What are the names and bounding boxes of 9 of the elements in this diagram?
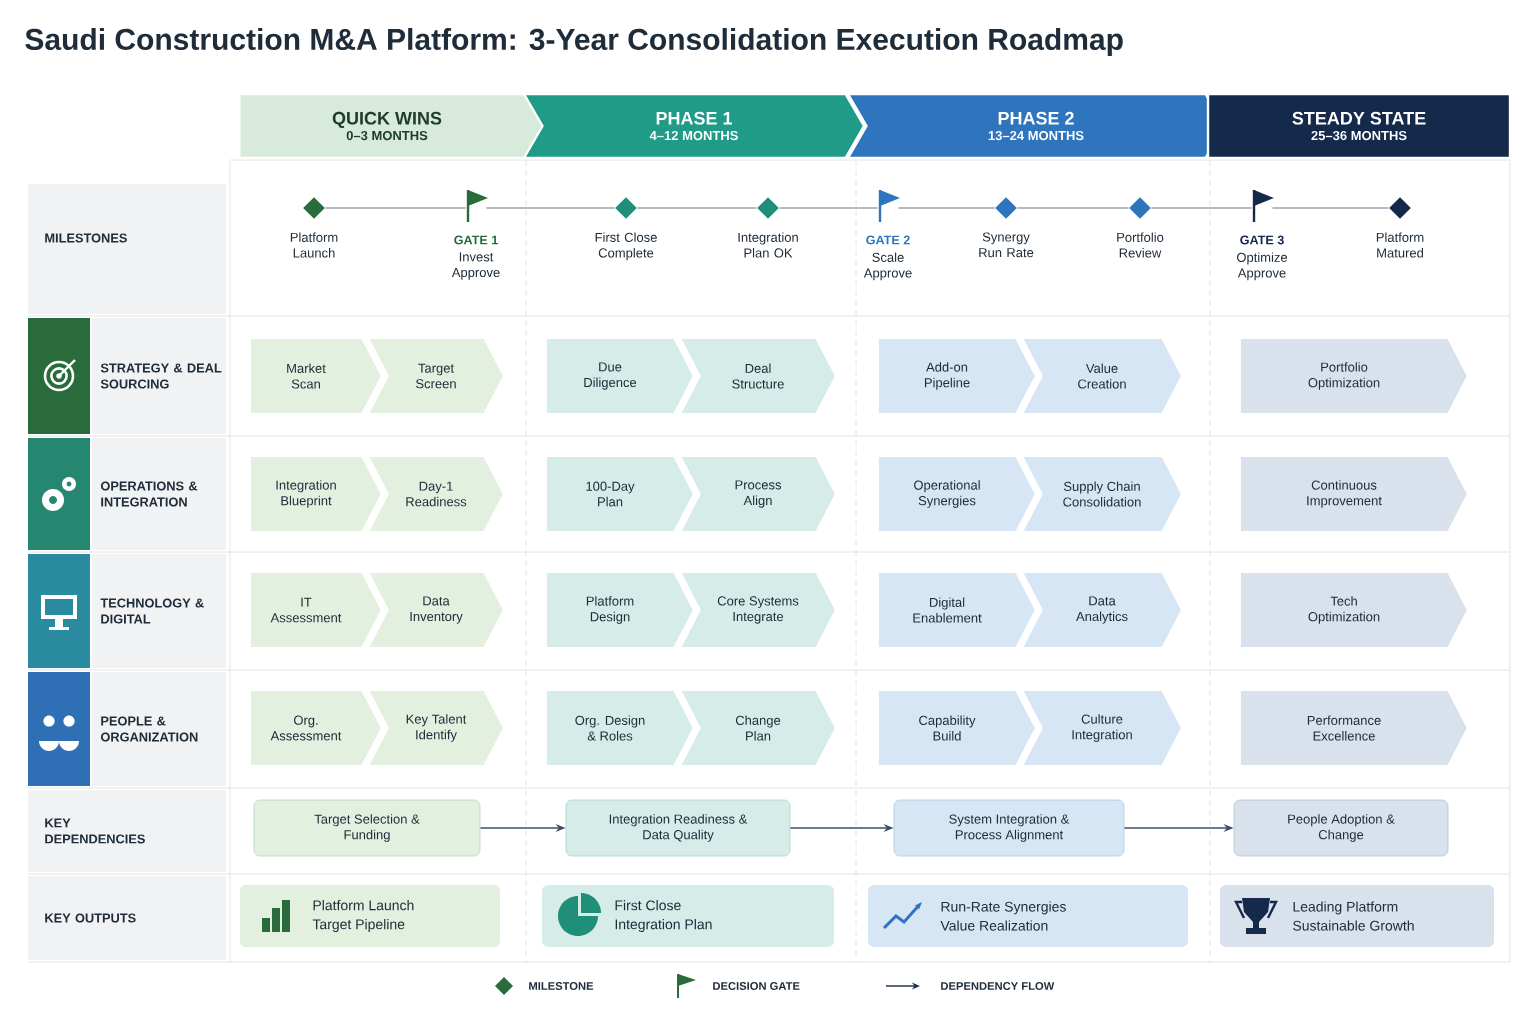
- connector-line: [1150, 207, 1253, 209]
- connector-line: [324, 207, 467, 209]
- title: Saudi Construction M&A Platform: 3-Year Consolidation Execution Roadmap: [25, 28, 1123, 56]
- connector-line: [485, 207, 616, 209]
- connector-line: [778, 207, 879, 209]
- connector-line: [897, 207, 996, 209]
- connector-line: [1271, 207, 1390, 209]
- connector-line: [636, 207, 758, 209]
- connector-line: [1016, 207, 1130, 209]
